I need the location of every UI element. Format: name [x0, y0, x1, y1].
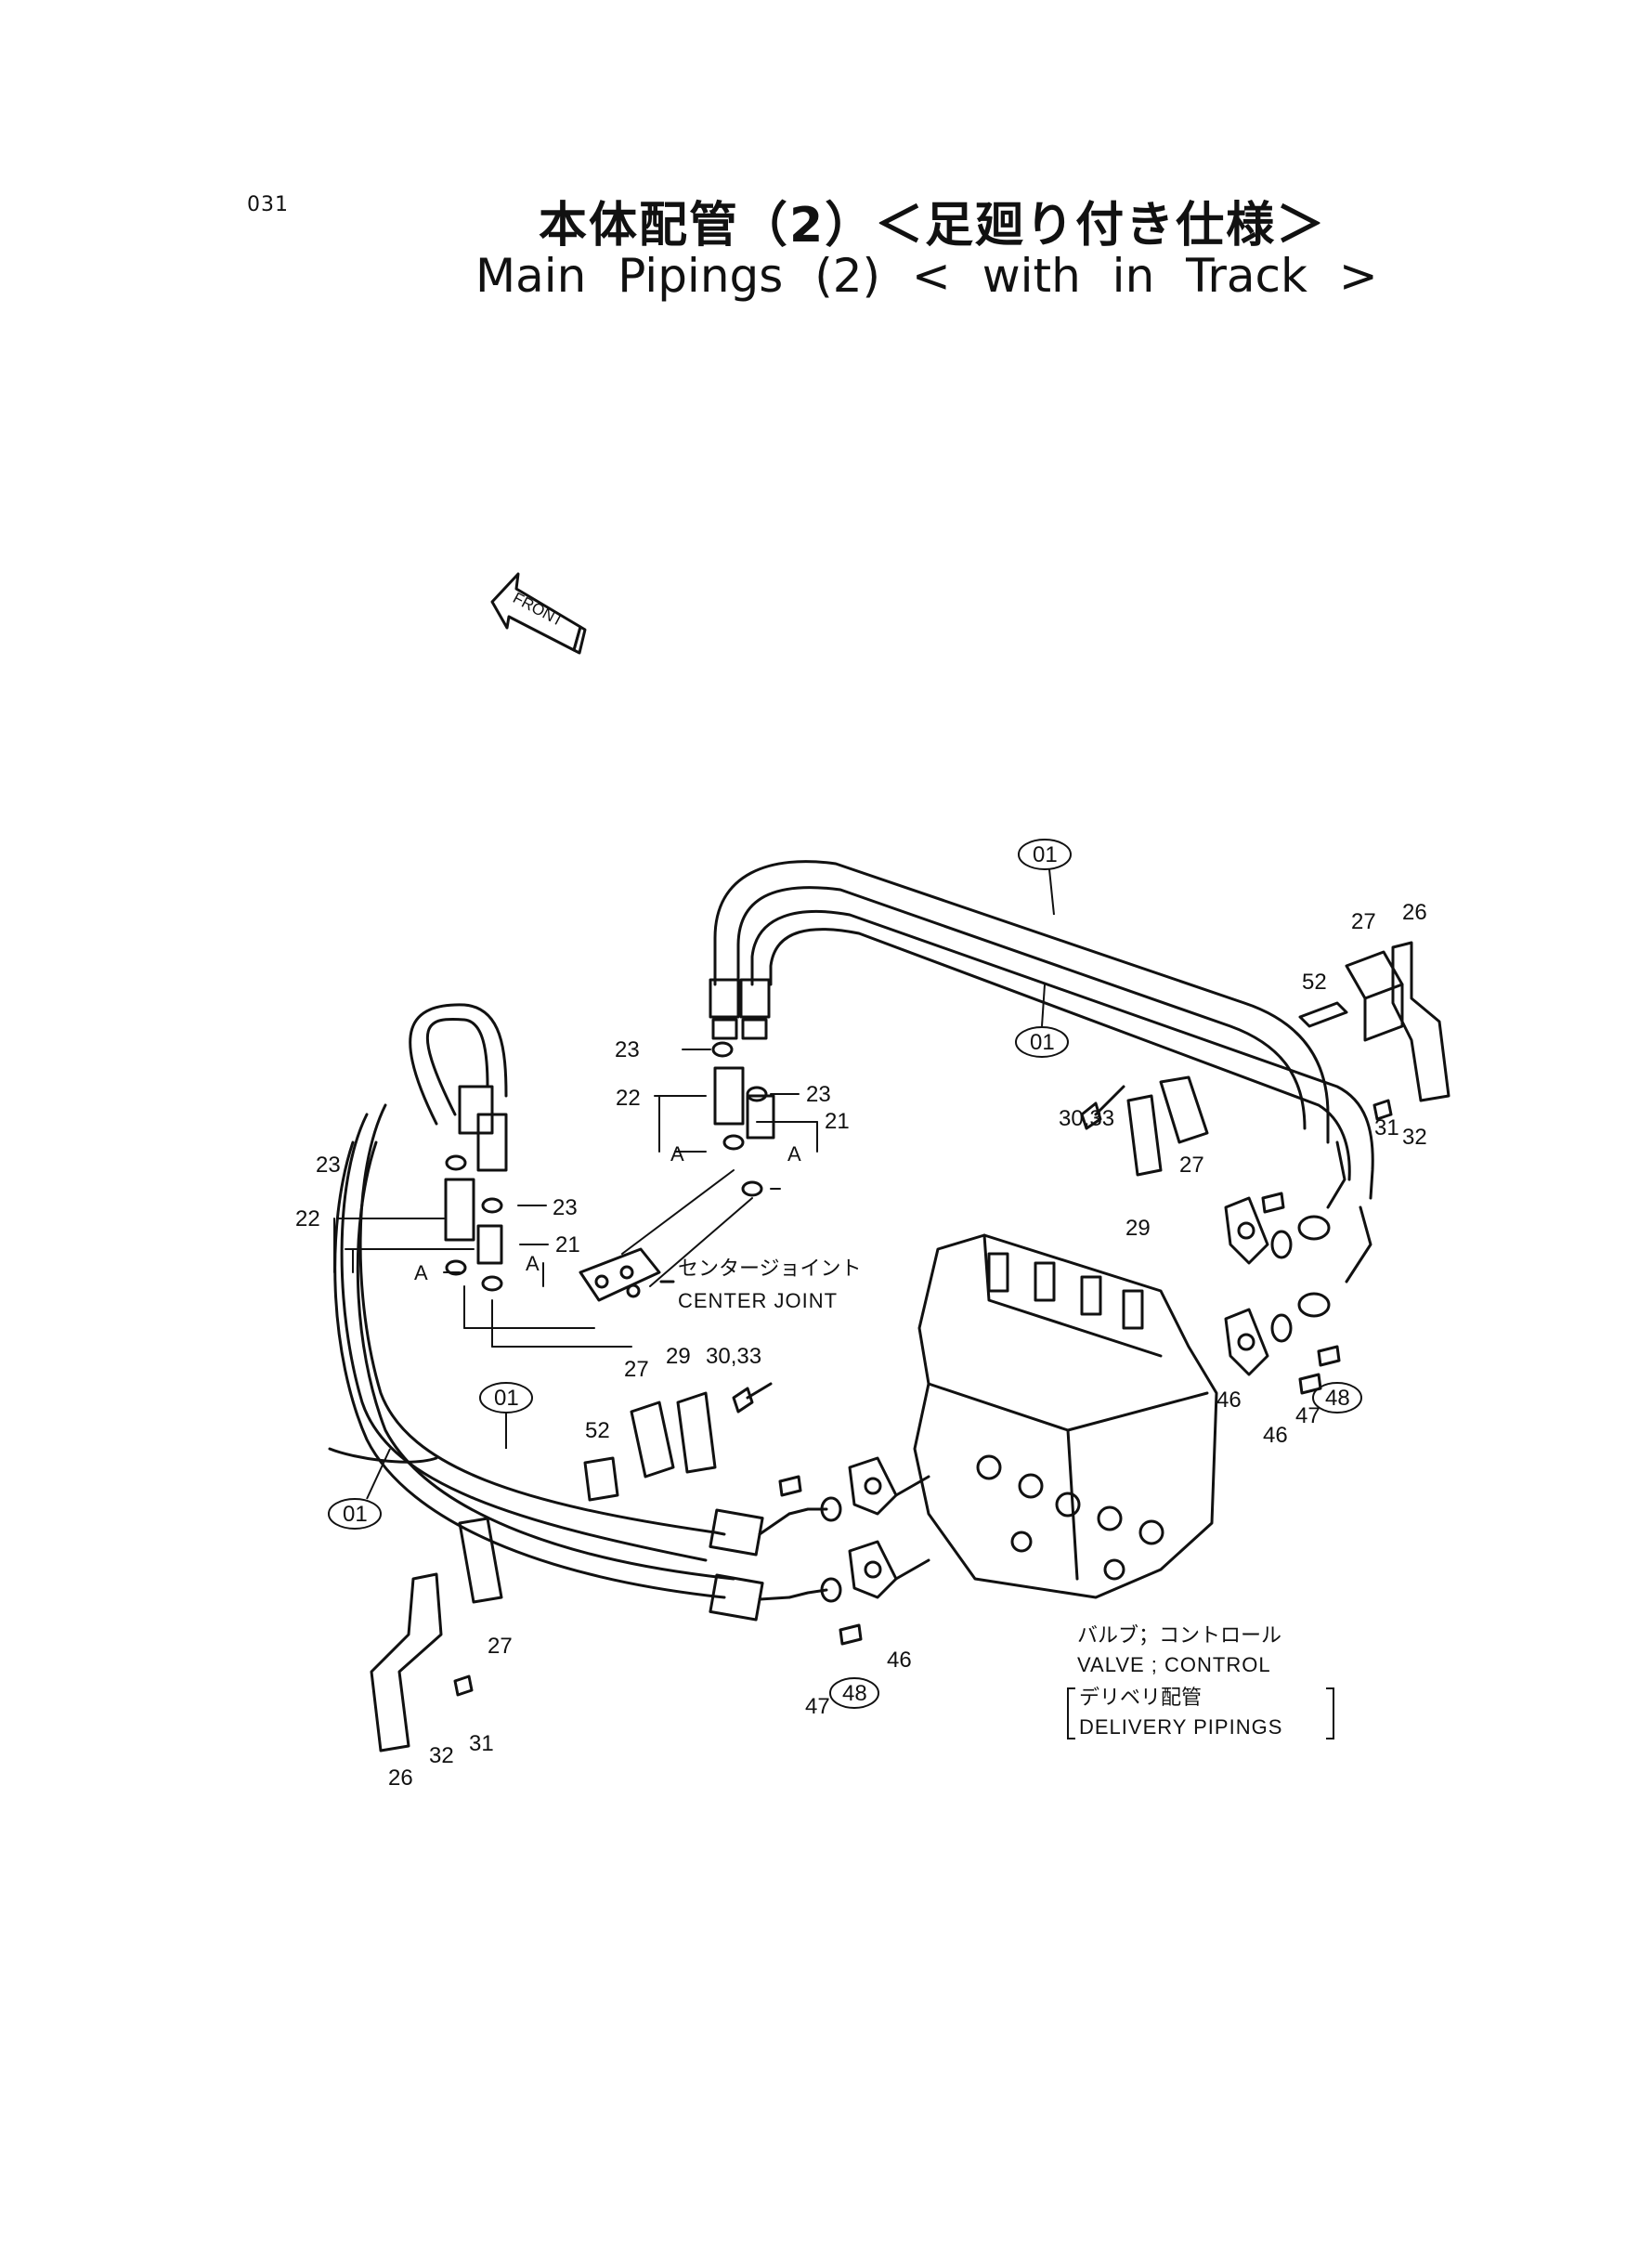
- svg-text:48: 48: [842, 1681, 867, 1706]
- label-A-3: A: [414, 1261, 428, 1284]
- center-joint-label: センタージョイント CENTER JOINT: [678, 1257, 862, 1312]
- valve-control-label: バルブ；コントロール VALVE ; CONTROL デリベリ配管 DELIVE…: [1067, 1623, 1334, 1739]
- page-title-japanese: 本体配管（2）＜足廻り付き仕様＞: [539, 198, 1327, 254]
- valve-flanges: [787, 1196, 1293, 1603]
- svg-text:01: 01: [1030, 1030, 1055, 1055]
- bolts: [453, 1085, 1393, 1697]
- label-47-b: 47: [805, 1694, 830, 1719]
- label-23-b: 23: [806, 1082, 831, 1107]
- label-52-a: 52: [1302, 970, 1327, 995]
- svg-text:バルブ；コントロール: バルブ；コントロール: [1077, 1623, 1281, 1647]
- part-labels: 01 01 01 01 23 23 22 21 23 23 22 21 A A …: [295, 839, 1427, 1791]
- front-arrow-icon: [490, 572, 587, 655]
- svg-text:01: 01: [1033, 842, 1058, 867]
- front-arrow-label: FRONT: [510, 589, 566, 630]
- label-26-a: 26: [1402, 900, 1427, 925]
- page-number: 031: [247, 193, 289, 216]
- label-01-left: 01: [328, 1448, 391, 1530]
- label-46-c: 46: [887, 1648, 912, 1673]
- label-21-a: 21: [825, 1109, 850, 1134]
- svg-text:01: 01: [494, 1386, 519, 1411]
- left-hose-bundle: [328, 1003, 735, 1599]
- label-22-b: 22: [295, 1206, 320, 1231]
- label-31-b: 31: [469, 1731, 494, 1756]
- label-A-4: A: [526, 1252, 540, 1275]
- label-52-b: 52: [585, 1418, 610, 1443]
- center-joint: [579, 1247, 675, 1302]
- svg-text:01: 01: [343, 1502, 368, 1527]
- label-29-a: 29: [1125, 1216, 1151, 1241]
- svg-text:CENTER JOINT: CENTER JOINT: [678, 1289, 838, 1312]
- label-32-a: 32: [1402, 1125, 1427, 1150]
- label-26-b: 26: [388, 1765, 413, 1791]
- lower-hose-fittings: [709, 1508, 791, 1622]
- label-21-b: 21: [555, 1232, 580, 1257]
- label-31-a: 31: [1374, 1115, 1399, 1140]
- label-A-2: A: [787, 1142, 801, 1166]
- svg-text:センタージョイント: センタージョイント: [678, 1257, 862, 1280]
- upper-hose-fittings: [709, 978, 1372, 1318]
- label-30-33-b: 30,33: [706, 1344, 761, 1369]
- label-23-c: 23: [316, 1153, 341, 1178]
- svg-text:48: 48: [1325, 1386, 1350, 1411]
- upper-right-clamps: [1126, 941, 1450, 1177]
- label-29-b: 29: [666, 1344, 691, 1369]
- left-fittings: [444, 1085, 508, 1292]
- label-46-b: 46: [1263, 1423, 1288, 1448]
- label-23-d: 23: [553, 1195, 578, 1220]
- lower-left-clamps: [370, 1391, 717, 1752]
- label-27-b: 27: [1179, 1153, 1204, 1178]
- label-27-a: 27: [1351, 909, 1376, 934]
- label-30-33-a: 30,33: [1059, 1106, 1114, 1131]
- upper-hose-pair: [713, 860, 1374, 1200]
- label-22-a: 22: [616, 1086, 641, 1111]
- label-01-top: 01: [1018, 839, 1072, 916]
- label-48-b: 48: [829, 1677, 879, 1709]
- svg-text:VALVE ; CONTROL: VALVE ; CONTROL: [1077, 1653, 1271, 1676]
- label-23-a: 23: [615, 1037, 640, 1062]
- svg-text:DELIVERY PIPINGS: DELIVERY PIPINGS: [1079, 1715, 1282, 1739]
- leader-lines: [333, 1049, 818, 1348]
- svg-text:デリベリ配管: デリベリ配管: [1079, 1686, 1202, 1709]
- label-01-mid: 01: [1015, 984, 1069, 1058]
- label-27-d: 27: [488, 1634, 513, 1659]
- label-47-a: 47: [1295, 1403, 1320, 1428]
- control-valve: [913, 1233, 1218, 1599]
- center-fittings: [711, 1041, 775, 1197]
- label-46-a: 46: [1216, 1388, 1242, 1413]
- page-title-english: Main Pipings (2) < with in Track >: [475, 249, 1378, 303]
- label-01-lower: 01: [479, 1382, 533, 1449]
- label-32-b: 32: [429, 1743, 454, 1768]
- label-A-1: A: [670, 1142, 684, 1166]
- label-48-a: 48: [1312, 1382, 1362, 1414]
- label-27-c: 27: [624, 1357, 649, 1382]
